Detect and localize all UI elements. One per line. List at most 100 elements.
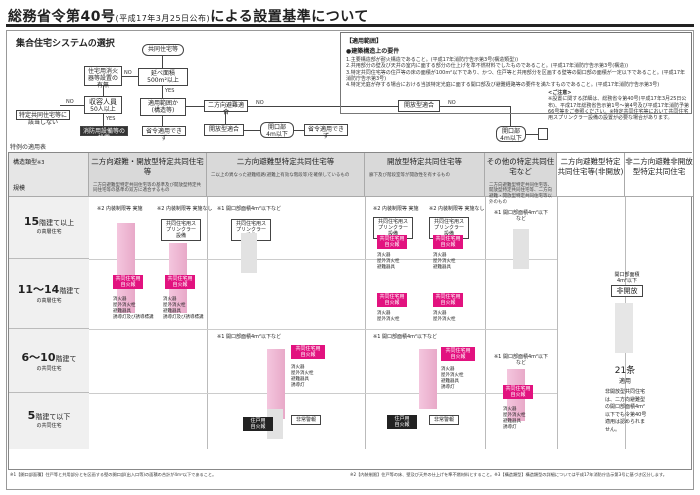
c3-b: 内装制限等 実施なし (437, 206, 485, 212)
col-header-3: 開放型特定共同住宅等 廊下及び階段室等が開放性を有するもの (365, 153, 485, 197)
c2-a: 開口部面積4m²以下など (225, 206, 282, 212)
c5-ref-sub: 適用 (618, 378, 631, 385)
table-label: 特例の適用表 (10, 144, 47, 151)
req-item-2: 2.共用部分の壁及び天井の室内に面する部分の仕上げを準不燃材料でしたものであるこ… (346, 63, 629, 70)
c5-ref-21: 21条 (614, 366, 636, 376)
flow-no-2: NO (66, 99, 74, 105)
flow-section-title: 集合住宅システムの選択 (16, 39, 115, 49)
c3-pink-d1: 共同住宅用 (435, 294, 461, 300)
c3-a: 内装制限等 実施 (381, 206, 419, 212)
c1-sprinkler: 共同住宅用スプリンクラー設備 (161, 219, 201, 241)
flow-q-open-type: 開放型適合 (398, 100, 440, 112)
c3-bul-c0: 消火器 (377, 311, 391, 316)
c1-building-a (117, 223, 135, 313)
req-heading: 【適用範囲】 (346, 38, 383, 45)
col-desc-4: 二方向避難型特定共同住宅等、開放型特定共同住宅等、二方向避難・開放型特定共同住宅… (489, 182, 552, 206)
c3-black: 住戸用自火報 (387, 415, 417, 429)
c5-ref-text: 非開放型共同住宅は、二方向避難型の開口部面積4m²以下でも令第40号適用は認めら… (605, 389, 647, 433)
c2-black: 住戸用自火報 (243, 417, 273, 431)
row-label-3: 6〜10階建て の共同住宅 (9, 329, 89, 393)
c3-bul-b2: 避難器具 (433, 265, 451, 271)
req-item-3: 3.特定共同住宅等の住戸等の床の面積が100m²以下であり、かつ、住戸等と共用部… (346, 69, 686, 82)
title-rest: による設置基準について (210, 9, 369, 25)
c1-pink-b: 共同住宅用自火報 (165, 275, 195, 289)
c3-sprinkler-a: 共同住宅用スプリンクラー設備 (373, 217, 413, 239)
c3-bul-e1: 屋外消火栓 (441, 373, 464, 379)
c2-pink: 共同住宅用自火報 (291, 345, 325, 359)
c4-pink: 共同住宅用自火報 (503, 385, 533, 399)
c1-pink-b1: 共同住宅用 (167, 276, 193, 282)
c3-bul-e0: 消火器 (441, 367, 455, 372)
flow-yes-2: YES (165, 88, 175, 94)
application-table: 構造類型※3 規模 二方向避難・開放型特定共同住宅等 二方向避難型特定共同住宅等… (8, 152, 693, 470)
c3-pink-e1: 共同住宅用 (445, 348, 471, 354)
c3-note-b: ※2 内装制限等 実施なし (427, 205, 487, 213)
c1-pink-b2: 自火報 (172, 282, 188, 288)
col-title-1: 二方向避難・開放型特定共同住宅等 (91, 157, 204, 176)
c3-note-c: ※1 開口部面積4m²以下など (371, 333, 439, 341)
c2-bul-0: 消火器 (291, 365, 305, 370)
col-header-1: 二方向避難・開放型特定共同住宅等 二方向避難型特定共同住宅等の基準及び開放型特定… (89, 153, 207, 197)
flow-res-fire-equip: 消防用設備等の設置 (80, 126, 128, 142)
row-label-2: 11〜14階建て の高層住宅 (9, 259, 89, 329)
flow-q-people-sub: 50人以上 (90, 106, 116, 114)
col-title-2: 二方向避難型特定共同住宅等 (236, 157, 335, 166)
c3-bullets-a: 消火器屋外消火栓避難器具 (377, 253, 400, 271)
c3-pink-d: 共同住宅用自火報 (433, 293, 463, 307)
flow-q-area-label: 延べ面積 (150, 70, 175, 77)
flow-q-open: 開放型適合 (204, 124, 244, 136)
title-main: 総務省令第40号 (8, 9, 116, 25)
notes-text: ※設置に関する詳細は、総務省令第40号(平成17年3月25日公布)、平成17年総… (548, 96, 690, 121)
c4-bullets: 消火器屋外消火栓避難器具誘導灯 (503, 407, 526, 431)
c1-bul-b1: 屋外消火栓 (163, 303, 186, 309)
c5-building (615, 303, 633, 353)
flow-q-applicable: 適用範囲か (構造等) (140, 98, 186, 116)
c2-alarm: 非常警報 (291, 415, 321, 425)
c3-bul-a2: 避難器具 (377, 265, 395, 271)
c3-sprinkler-b: 共同住宅用スプリンクラー設備 (429, 217, 469, 239)
c3-pink-c2: 自火報 (384, 300, 400, 306)
notes-box: <ご注意> ※設置に関する詳細は、総務省令第40号(平成17年3月25日公布)、… (548, 90, 692, 146)
c4-bul-3: 誘導灯 (503, 425, 517, 431)
col-title-5: 二方向避難型特定共同住宅等(非開放) (557, 157, 624, 176)
page-title: 総務省令第40号(平成17年3月25日公布)による設置基準について (8, 6, 369, 26)
footnote-2: ※2【内装制限】住戸等の床、壁及び天井の仕上げを準不燃材料とすること。※3【構造… (350, 472, 667, 477)
col-header-2: 二方向避難型特定共同住宅等 二以上の異なった避難経路(避難上有効な階段等)を確保… (207, 153, 365, 197)
row1-floors: 15 (23, 215, 40, 228)
c3-bul-e2: 避難器具 (441, 379, 459, 385)
c1-pink-a: 共同住宅用自火報 (113, 275, 143, 289)
c2-pink-1: 共同住宅用 (295, 346, 321, 352)
c1-bul-a2: 避難器具 (113, 309, 131, 315)
c3-bullets-e: 消火器屋外消火栓避難器具誘導灯 (441, 367, 464, 391)
c3-pink-a: 共同住宅用自火報 (377, 235, 407, 249)
c2-bul-2: 避難器具 (291, 377, 309, 383)
c1-bullets-a: 消火器屋外消火栓避難器具誘導灯及び誘導標識 (113, 297, 154, 321)
c2-bul-1: 屋外消火栓 (291, 371, 314, 377)
c1-a: 内装制限等 実施 (105, 206, 143, 212)
c2-b: 開口部面積4m²以下など (225, 334, 282, 340)
c1-bul-b3: 誘導灯及び誘導標識 (163, 315, 204, 321)
table-corner: 構造類型※3 規模 (9, 153, 89, 197)
c3-mark-b: ※2 (429, 206, 437, 212)
c1-pink-a1: 共同住宅用 (115, 276, 141, 282)
row1-sub: の高層住宅 (36, 229, 62, 235)
c4-mark-b: ※1 (493, 354, 502, 360)
c3-black-1: 住戸用 (394, 416, 410, 422)
row2-floors: 11〜14 (17, 283, 60, 296)
c3-pink-b: 共同住宅用自火報 (433, 235, 463, 249)
c4-bul-2: 避難器具 (503, 419, 521, 425)
c2-note-a: ※1 開口部面積4m²以下など (215, 205, 283, 213)
c2-black-2: 自火報 (250, 424, 266, 430)
col-header-4: その他の特定共同住宅など 二方向避難型特定共同住宅等、開放型特定共同住宅等、二方… (485, 153, 557, 205)
c3-bullets-d: 消火器屋外消火栓 (433, 311, 456, 323)
c3-bullets-b: 消火器屋外消火栓避難器具 (433, 253, 456, 271)
c1-bul-a3: 誘導灯及び誘導標識 (113, 315, 154, 321)
c3-c: 開口部面積4m²以下など (381, 334, 438, 340)
c4-a: 開口部面積4m²以下など (502, 210, 549, 222)
c3-pink-d2: 自火報 (440, 300, 456, 306)
requirements-box: 【適用範囲】 ●建築構造上の要件 1.主要構造部が耐火構造であること。(平成17… (340, 32, 692, 114)
flow-q-device: 住宅用消火器等設置の有無 (84, 66, 122, 89)
c2-mark-b: ※1 (217, 334, 225, 340)
flow-q-opening2-label: 開口部 (501, 128, 520, 135)
flow-q-opening2-sub: 4m以下 (500, 135, 522, 143)
